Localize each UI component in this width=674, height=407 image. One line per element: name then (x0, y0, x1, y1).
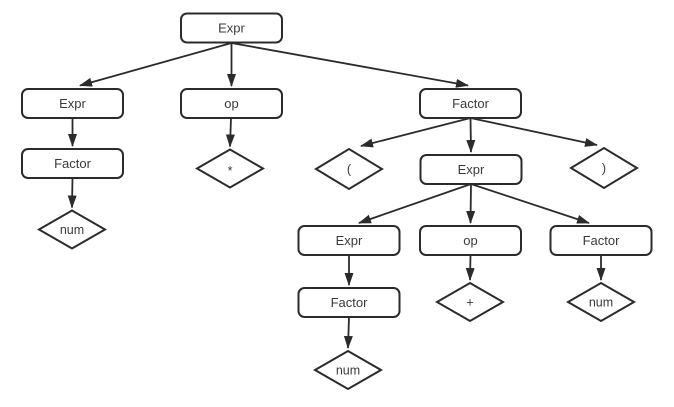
node-expr-inner-label: Expr (458, 162, 485, 177)
nodes: Expr Expr op Factor Factor Expr (21, 12, 653, 391)
node-expr-left-shape (21, 88, 124, 119)
node-factor-left-label: Factor (54, 156, 92, 171)
node-plus-shape (434, 281, 506, 323)
node-expr-inner-left-shape (297, 225, 401, 256)
node-lparen: ( (314, 147, 384, 191)
node-num-right: num (565, 281, 637, 323)
edge-factor-paren-to-rparen (470, 117, 598, 147)
edge-op-mul-to-star (225, 117, 235, 148)
node-expr-left: Expr (21, 88, 124, 119)
node-num-left-shape (36, 209, 108, 250)
node-num-bottom-label: num (336, 364, 360, 378)
node-op-plus-label: op (463, 233, 477, 248)
edge-factor-bottom-to-num-bottom (343, 316, 353, 349)
edge-root-to-expr-left (79, 42, 232, 87)
edge-expr-inner-to-factor-right (470, 183, 590, 224)
node-plus-label: + (466, 296, 473, 310)
edges (67, 42, 606, 349)
node-expr-left-label: Expr (59, 96, 86, 111)
node-op-plus: op (419, 225, 522, 256)
node-root-expr-label: Expr (218, 21, 245, 36)
node-lparen-shape (314, 147, 384, 191)
node-num-right-label: num (589, 296, 613, 310)
node-rparen: ) (569, 146, 639, 190)
node-num-bottom: num (312, 349, 384, 391)
node-factor-bottom-shape (297, 287, 401, 318)
edge-root-to-factor-paren (231, 42, 469, 88)
node-factor-right: Factor (549, 225, 653, 256)
node-root-expr-shape (180, 12, 283, 44)
node-star-shape (194, 148, 266, 189)
node-plus: + (434, 281, 506, 323)
node-factor-paren: Factor (419, 88, 522, 119)
node-star: * (194, 148, 266, 189)
node-factor-right-label: Factor (583, 233, 621, 248)
node-expr-inner-shape (419, 154, 523, 185)
edge-op-plus-to-plus (465, 254, 475, 281)
node-op-mul-label: op (224, 96, 238, 111)
node-lparen-label: ( (347, 163, 352, 177)
node-num-left: num (36, 209, 108, 250)
node-num-bottom-shape (312, 349, 384, 391)
node-star-label: * (228, 164, 233, 178)
node-root-expr: Expr (180, 12, 283, 44)
node-factor-right-shape (549, 225, 653, 256)
edge-expr-inner-to-expr-inner-left (358, 183, 472, 224)
node-rparen-label: ) (602, 162, 606, 176)
node-num-left-label: num (60, 223, 84, 237)
edge-expr-inner-to-op-plus (466, 183, 476, 224)
node-factor-bottom-label: Factor (331, 295, 369, 310)
node-factor-bottom: Factor (297, 287, 401, 318)
node-op-mul-shape (180, 88, 283, 119)
node-factor-paren-shape (419, 88, 522, 119)
node-rparen-shape (569, 146, 639, 190)
node-expr-inner-left-label: Expr (336, 233, 363, 248)
node-factor-left: Factor (21, 148, 124, 179)
node-num-right-shape (565, 281, 637, 323)
edge-factor-left-to-num-left (67, 177, 77, 209)
node-factor-left-shape (21, 148, 124, 179)
edge-factor-paren-to-lparen (360, 117, 471, 148)
node-op-mul: op (180, 88, 283, 119)
edge-factor-paren-to-expr-inner (466, 117, 476, 153)
node-op-plus-shape (419, 225, 522, 256)
node-factor-paren-label: Factor (452, 96, 490, 111)
node-expr-inner: Expr (419, 154, 523, 185)
node-expr-inner-left: Expr (297, 225, 401, 256)
